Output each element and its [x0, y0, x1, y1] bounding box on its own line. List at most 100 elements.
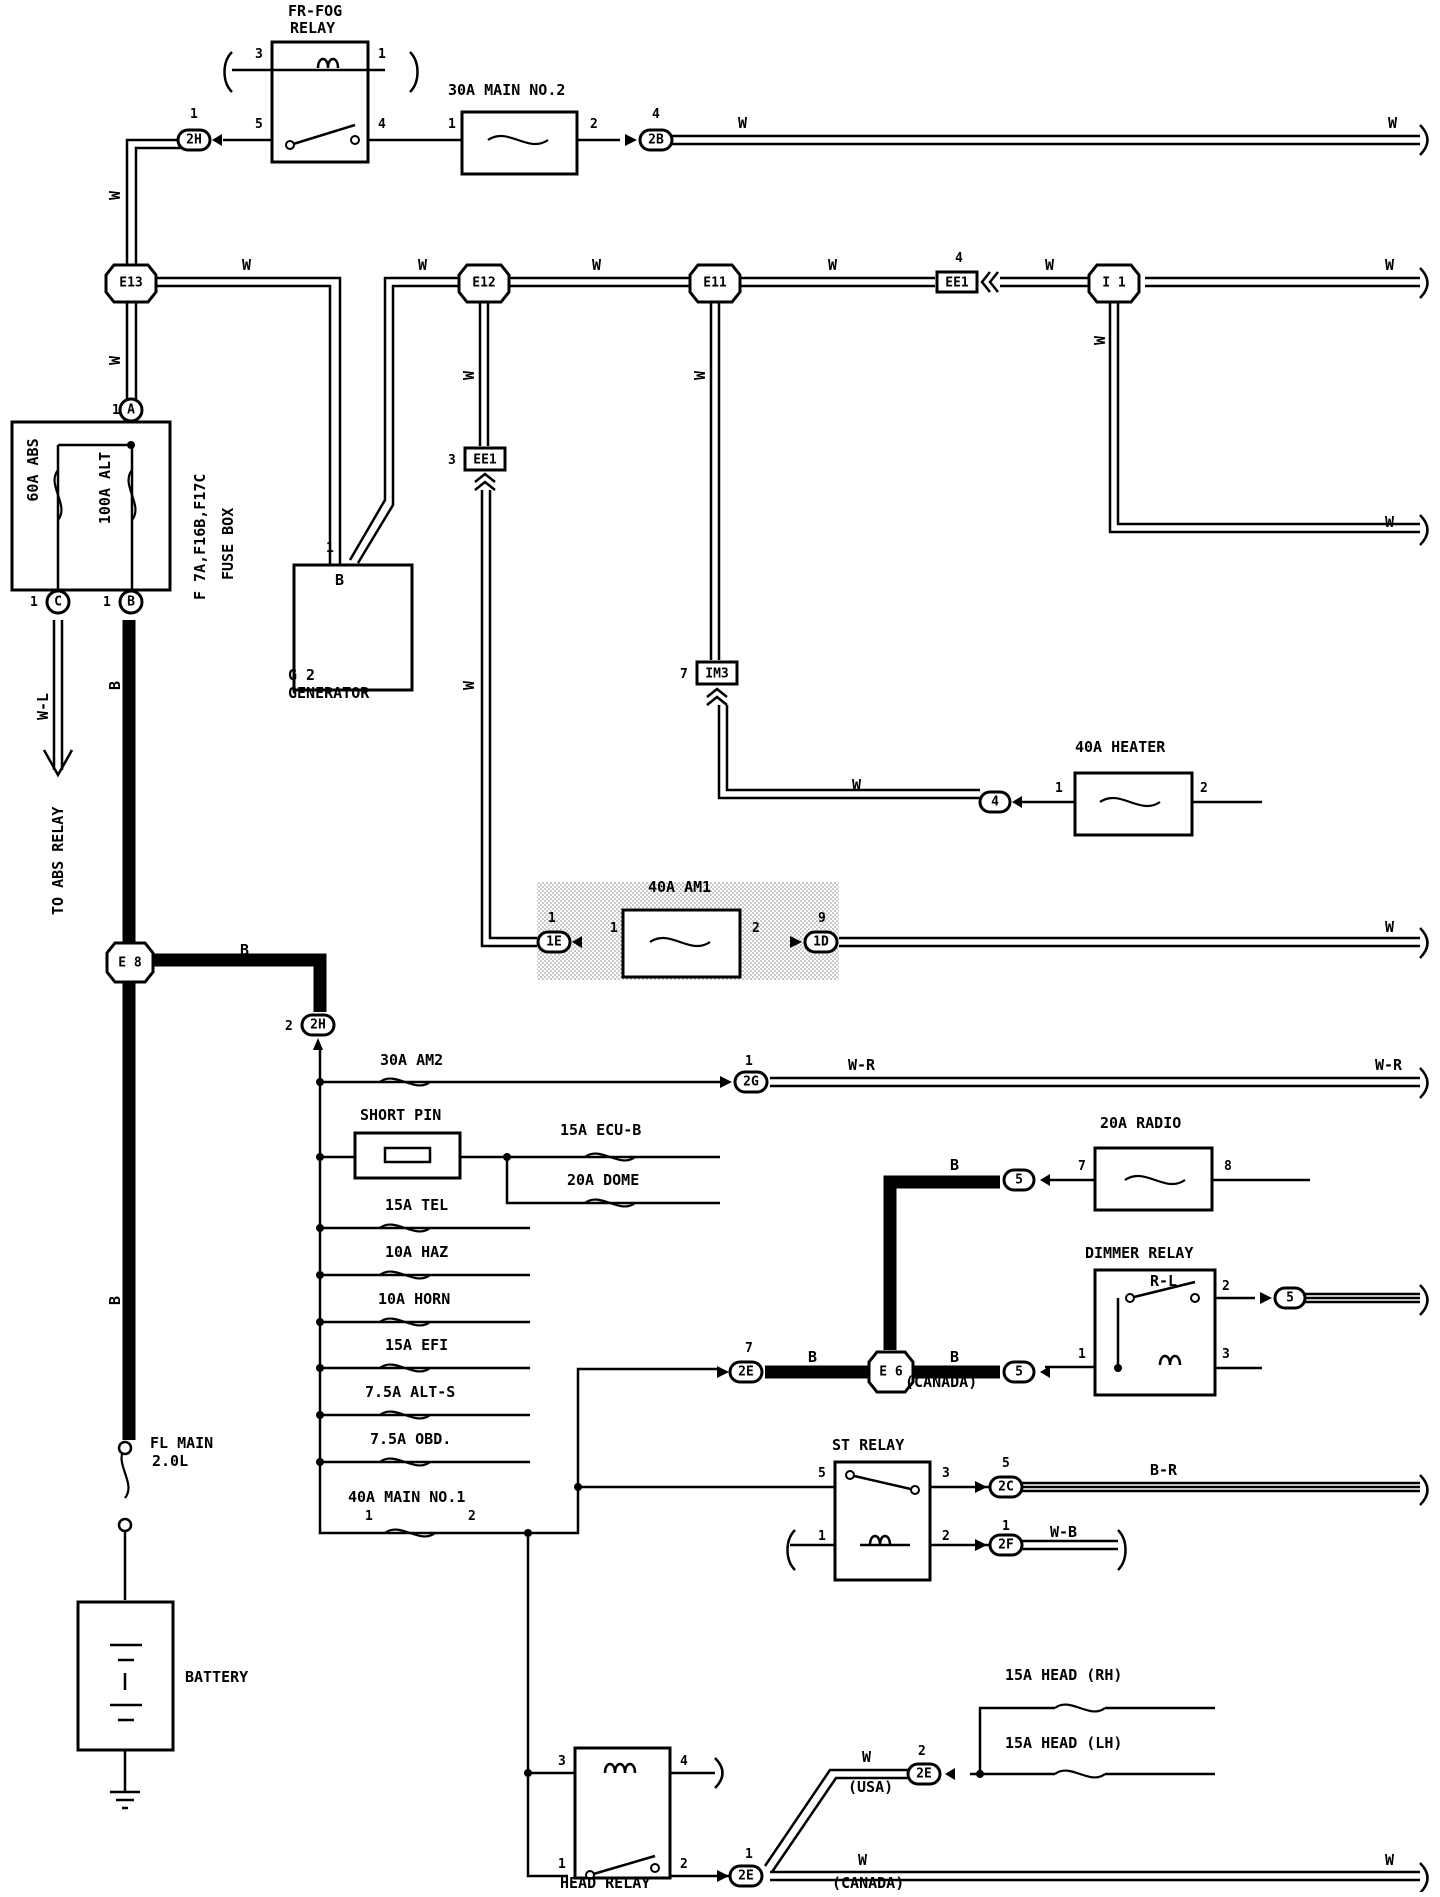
label-usa: (USA): [848, 1778, 893, 1796]
pin-numbers: 3 1 5 4 1 1 2 4 4 3 7 1 1 1 1 1 2 1 1 2 …: [30, 47, 1232, 1872]
pin-5-2c: 5: [1002, 1456, 1010, 1471]
connector-2e-head-label: 2E: [738, 1869, 754, 1884]
label-am2: 30A AM2: [380, 1051, 443, 1069]
pin-1-st: 1: [818, 1529, 826, 1544]
connector-b[interactable]: B: [118, 589, 144, 615]
connectors-round: 2H 2B A C B 4 1E: [45, 128, 1307, 1888]
junction-e8-label: E 8: [118, 956, 142, 971]
connector-1d-label: 1D: [813, 935, 829, 950]
connector-2e-e6[interactable]: 2E: [717, 1360, 764, 1384]
connector-2b[interactable]: 2B: [625, 128, 674, 152]
connector-2c-label: 2C: [998, 1480, 1014, 1495]
connector-2c[interactable]: 2C: [975, 1475, 1024, 1499]
label-alt: 100A ALT: [96, 452, 114, 524]
connector-2e-usa[interactable]: 2E: [906, 1762, 955, 1786]
pin-1-main2: 1: [448, 117, 456, 132]
splice-dots: [127, 441, 1122, 1778]
connector-4-label: 4: [991, 795, 999, 810]
label-haz: 10A HAZ: [385, 1243, 448, 1261]
pin-3-st: 3: [942, 1466, 950, 1481]
connector-ee1-top[interactable]: EE1: [935, 270, 999, 294]
connector-5-radio-label: 5: [1015, 1173, 1023, 1188]
label-canada-e6: (CANADA): [905, 1373, 977, 1391]
junction-e13[interactable]: E13: [104, 263, 158, 304]
connector-2h-top-label: 2H: [186, 133, 202, 148]
connector-2g[interactable]: 2G: [720, 1070, 769, 1094]
connector-5-dimmer[interactable]: 5: [1002, 1360, 1050, 1384]
junction-e12[interactable]: E12: [457, 263, 511, 304]
label-wire-b-radio: B: [950, 1156, 959, 1174]
pin-1-2f: 1: [1002, 1519, 1010, 1534]
pin-2-main1: 2: [468, 1509, 476, 1524]
label-wire-w-canada-end: W: [1385, 1851, 1395, 1869]
connector-4-heater[interactable]: 4: [978, 790, 1022, 814]
connector-2e-head[interactable]: 2E: [717, 1864, 764, 1888]
label-st-relay: ST RELAY: [832, 1436, 904, 1454]
connector-b-label: B: [127, 595, 135, 610]
connector-5-r-l-label: 5: [1286, 1291, 1294, 1306]
label-wire-w-i1: W: [1045, 256, 1055, 274]
label-wire-w-1d: W: [1385, 918, 1395, 936]
connector-c[interactable]: C: [45, 589, 71, 615]
junction-e6[interactable]: E 6: [867, 1350, 915, 1394]
fr-fog-relay-title: FR-FOG: [288, 2, 342, 20]
connector-1d[interactable]: 1D: [790, 930, 839, 954]
label-head-rh: 15A HEAD (RH): [1005, 1666, 1122, 1684]
label-wire-b-dimmer: B: [950, 1348, 959, 1366]
connector-5-r-l[interactable]: 5: [1260, 1286, 1307, 1310]
pin-2-st: 2: [942, 1529, 950, 1544]
battery-icon: [110, 1643, 142, 1722]
fuse-box-main-no2: [460, 110, 579, 176]
connector-ee1-mid[interactable]: EE1: [463, 446, 507, 491]
fr-fog-coil-icon: [316, 57, 340, 69]
label-wire-b-2e: B: [808, 1348, 817, 1366]
pin-1-main1: 1: [365, 1509, 373, 1524]
junction-e8[interactable]: E 8: [105, 941, 155, 984]
connector-a[interactable]: A: [118, 397, 144, 423]
label-head-relay: HEAD RELAY: [560, 1874, 650, 1892]
fuse-icon-efi: [379, 1363, 431, 1373]
connector-2g-label: 2G: [743, 1075, 759, 1090]
fuse-icon-fl-main: [120, 1447, 130, 1499]
label-generator-id: G 2: [288, 666, 315, 684]
connector-1e[interactable]: 1E: [536, 930, 582, 954]
fuse-box-am1: [621, 908, 742, 979]
label-wire-w-vert-2: W: [106, 355, 124, 365]
fuse-icon-tel: [379, 1223, 431, 1233]
label-wire-w-heater: W: [852, 776, 862, 794]
connector-c-label: C: [54, 595, 62, 610]
fuse-icon-horn: [379, 1317, 431, 1327]
pin-1-b: 1: [103, 595, 111, 610]
label-wire-b-e8: B: [240, 941, 249, 959]
connector-5-radio[interactable]: 5: [1002, 1168, 1050, 1192]
label-wire-w-r-2: W-R: [1375, 1056, 1403, 1074]
junction-e11-label: E11: [703, 276, 727, 291]
label-alt-s: 7.5A ALT-S: [365, 1383, 455, 1401]
connector-2h-bottom[interactable]: 2H: [300, 1013, 336, 1050]
junction-e11[interactable]: E11: [688, 263, 742, 304]
fr-fog-relay-switch: [289, 123, 356, 147]
label-tel: 15A TEL: [385, 1196, 448, 1214]
connector-2h-top[interactable]: 2H: [176, 128, 222, 152]
junction-i1[interactable]: I 1: [1087, 263, 1141, 304]
label-horn: 10A HORN: [378, 1290, 450, 1308]
head-relay-box: [573, 1746, 672, 1880]
pin-3-dimmer: 3: [1222, 1347, 1230, 1362]
label-wire-w-canada: W: [858, 1851, 868, 1869]
label-wire-w-r-1: W-R: [848, 1056, 876, 1074]
pin-1-heater: 1: [1055, 781, 1063, 796]
pin-1-c: 1: [30, 595, 38, 610]
connector-ee1-top-label: EE1: [945, 276, 969, 291]
pin-7-2e: 7: [745, 1341, 753, 1356]
pin-2-dimmer: 2: [1222, 1279, 1230, 1294]
label-wire-w-vert-5: W: [691, 370, 709, 380]
connector-2f[interactable]: 2F: [975, 1533, 1024, 1557]
pin-2-2e-usa: 2: [918, 1744, 926, 1759]
label-wire-w-i1-down: W: [1385, 513, 1395, 531]
label-wire-w-vert-1: W: [106, 190, 124, 200]
connector-im3-label: IM3: [705, 667, 728, 682]
fuse-icon-head-lh: [1054, 1769, 1106, 1779]
connector-2b-label: 2B: [648, 133, 664, 148]
connector-im3[interactable]: IM3: [695, 660, 739, 706]
pin-2-heater: 2: [1200, 781, 1208, 796]
